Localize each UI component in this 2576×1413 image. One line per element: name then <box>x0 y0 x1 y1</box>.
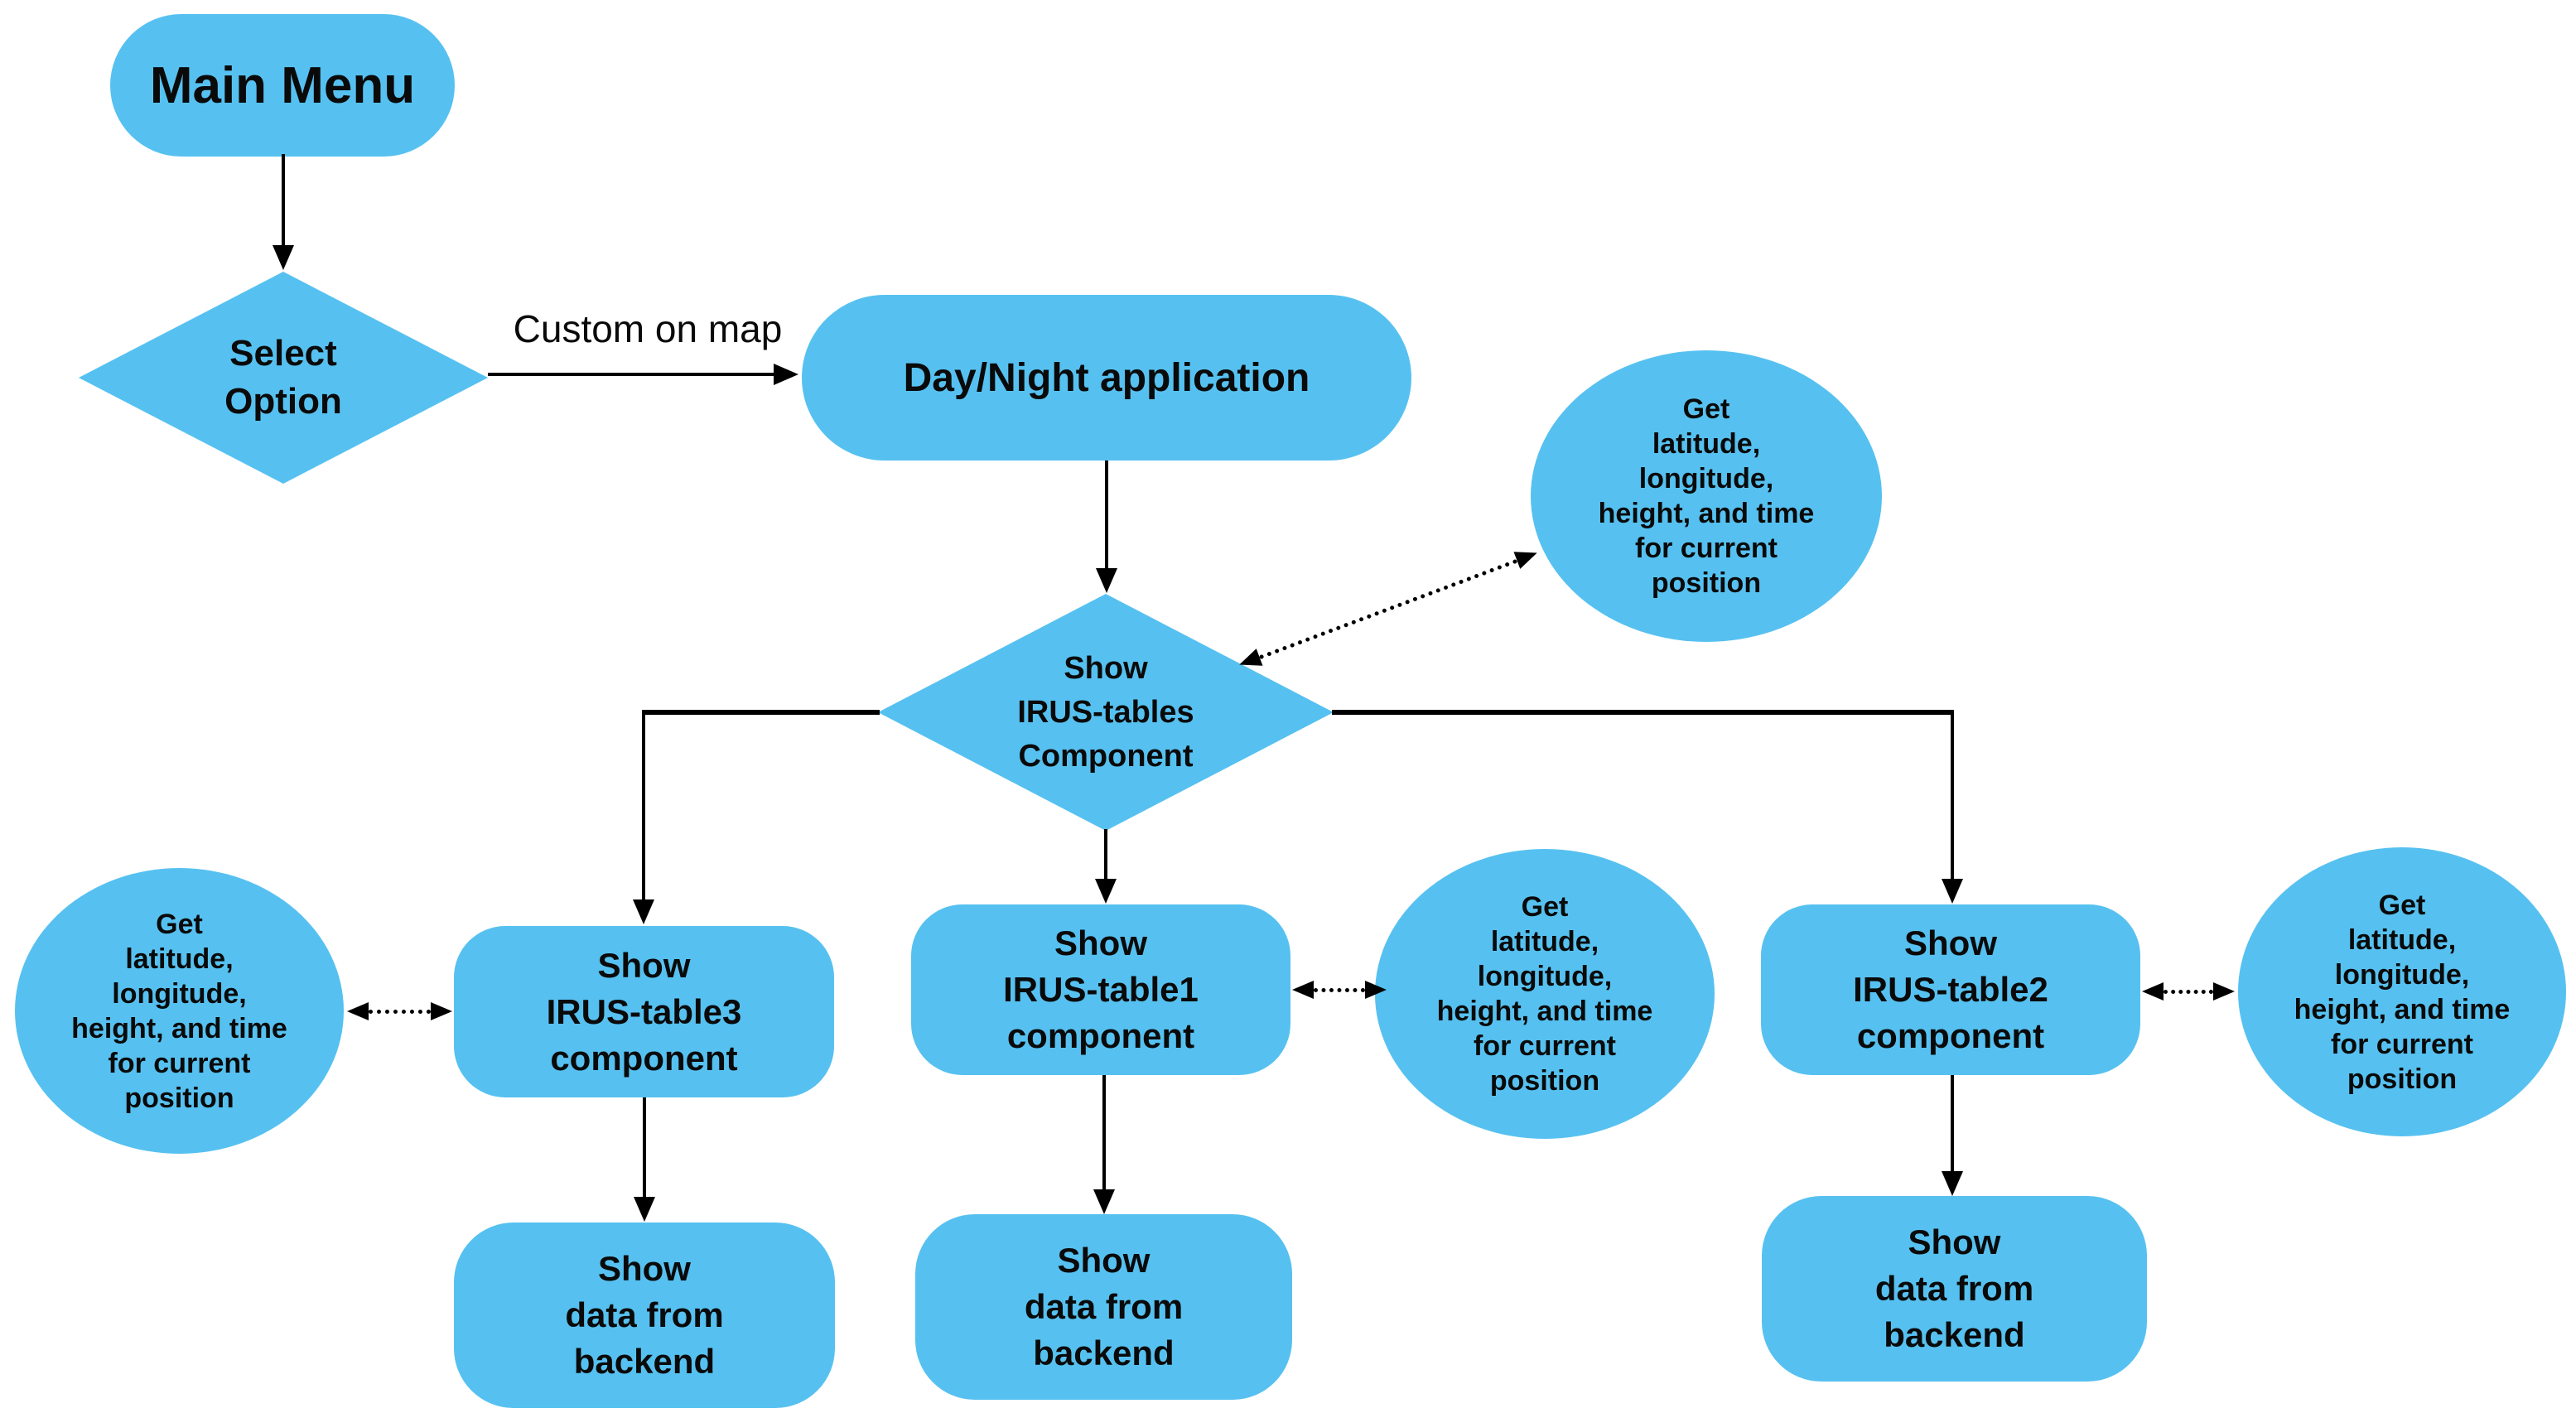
node-get-position-top: Get latitude, longitude, height, and tim… <box>1531 350 1882 642</box>
connector-irustables-to-table2-vertical <box>1951 710 1954 880</box>
arrowhead-irustables-to-table2 <box>1942 879 1963 904</box>
dotted-arrowhead-left-icon <box>347 1002 369 1020</box>
dotted-connector-table3-getposition-left <box>347 1001 452 1021</box>
dotted-arrowhead-left-icon <box>2142 982 2164 1001</box>
connector-table1-to-backend <box>1102 1075 1106 1191</box>
node-show-data-backend-right: Show data from backend <box>1762 1196 2147 1382</box>
connector-mainmenu-to-select <box>282 154 285 247</box>
arrowhead-select-to-daynight <box>774 364 798 385</box>
node-select-option-decision: Select Option <box>79 272 488 484</box>
connector-irustables-to-table3-vertical <box>642 710 645 900</box>
dotted-arrowhead-right-icon <box>2213 982 2235 1001</box>
connector-table2-to-backend <box>1951 1075 1954 1173</box>
node-show-irus-table2: Show IRUS-table2 component <box>1761 904 2140 1075</box>
node-show-irus-tables-decision: Show IRUS-tables Component <box>878 594 1334 831</box>
node-show-data-backend-center: Show data from backend <box>915 1214 1292 1400</box>
node-show-irus-table3: Show IRUS-table3 component <box>454 926 834 1097</box>
dotted-connector-table1-getposition-mid <box>1292 980 1387 1000</box>
connector-irustables-to-table1 <box>1104 829 1107 880</box>
node-get-position-left: Get latitude, longitude, height, and tim… <box>15 868 344 1154</box>
edge-label-custom-on-map: Custom on map <box>513 307 783 350</box>
node-main-menu: Main Menu <box>110 14 455 157</box>
connector-irustables-to-table3-horizontal <box>644 710 880 715</box>
node-day-night-application: Day/Night application <box>802 295 1411 461</box>
dotted-line <box>369 1009 431 1014</box>
connector-irustables-to-table2-horizontal <box>1332 710 1952 715</box>
arrowhead-irustables-to-table1 <box>1095 879 1117 904</box>
connector-table3-to-backend <box>643 1097 646 1198</box>
arrowhead-table1-to-backend <box>1093 1189 1115 1214</box>
dotted-line <box>2164 989 2213 994</box>
dotted-arrowhead-right-icon <box>431 1002 452 1020</box>
dotted-arrowhead-right-icon <box>1365 981 1387 999</box>
dotted-arrowhead-left-icon <box>1292 981 1314 999</box>
arrowhead-daynight-to-irustables <box>1096 568 1117 593</box>
node-show-irus-table1: Show IRUS-table1 component <box>911 904 1290 1075</box>
dotted-connector-irustables-getposition-top <box>1236 543 1541 674</box>
arrowhead-table2-to-backend <box>1942 1171 1963 1196</box>
dotted-arrowhead-right-icon <box>1513 544 1541 569</box>
arrowhead-mainmenu-to-select <box>273 245 294 270</box>
connector-daynight-to-irustables <box>1105 461 1108 570</box>
dotted-connector-table2-getposition-right <box>2142 981 2235 1001</box>
arrowhead-irustables-to-table3 <box>633 899 654 924</box>
connector-select-to-daynight <box>488 373 774 376</box>
dotted-line <box>1314 987 1365 992</box>
arrowhead-table3-to-backend <box>634 1197 655 1222</box>
node-get-position-mid: Get latitude, longitude, height, and tim… <box>1375 849 1715 1139</box>
node-get-position-right: Get latitude, longitude, height, and tim… <box>2238 847 2566 1136</box>
dotted-line <box>1258 558 1518 659</box>
node-show-data-backend-left: Show data from backend <box>454 1223 835 1408</box>
